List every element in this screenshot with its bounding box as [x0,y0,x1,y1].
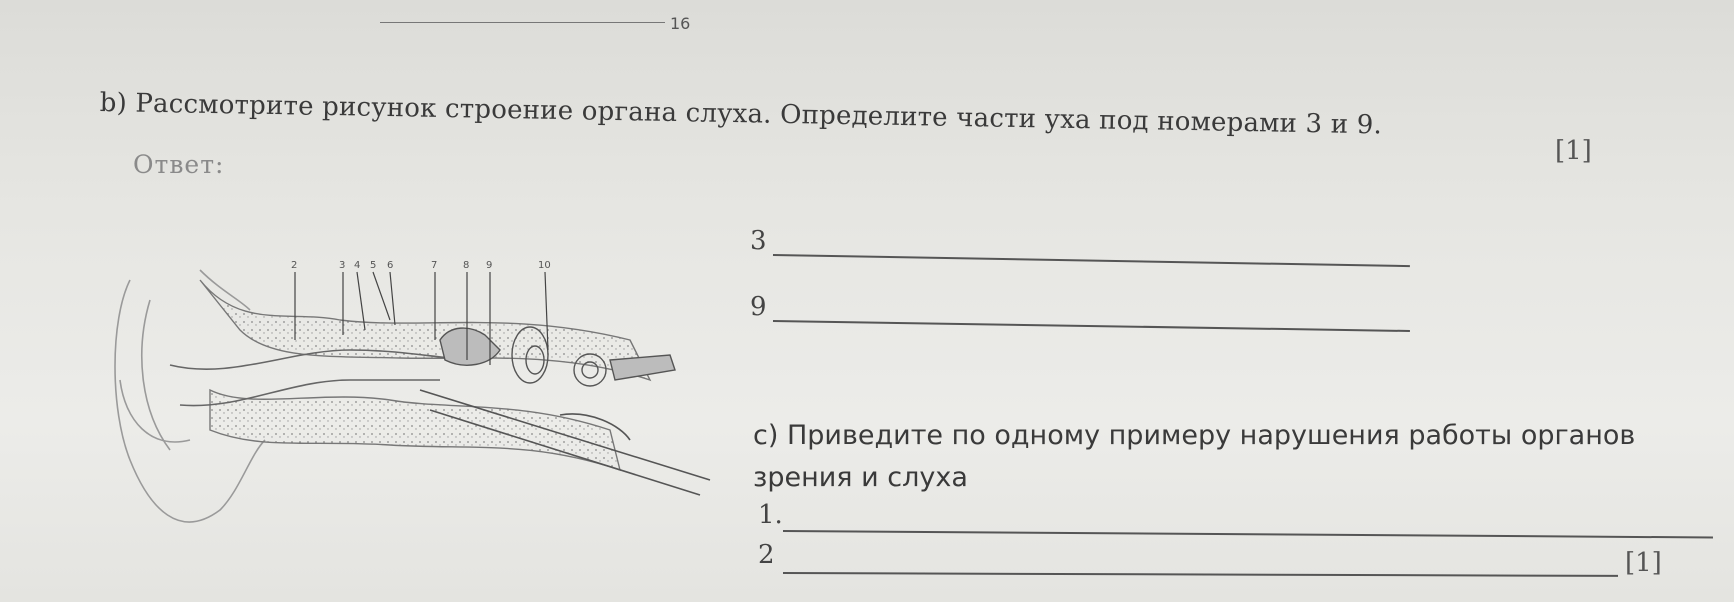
task-b-mark: [1] [1555,136,1592,166]
figure-label-3: 3 [339,260,345,271]
eustachian-tube [419,389,711,496]
ear-canal [199,279,652,472]
task-c-question-line2: зрения и слуха [753,462,968,493]
task-c-mark: [1] [1625,548,1662,578]
figure-label-5: 5 [370,260,376,271]
answer-number-9: 9 [750,292,767,322]
figure-label-10: 10 [538,260,551,271]
answer-label: Ответ: [133,150,225,179]
figure-label-9: 9 [486,260,492,271]
answer-line-9[interactable] [772,320,1410,332]
task-c-question-line1: с) Приведите по одному примеру нарушения… [753,420,1636,451]
page-number: 16 [670,14,691,33]
answer-line-2[interactable] [782,572,1618,577]
task-b-question: b) Рассмотрите рисунок строение органа с… [99,88,1383,141]
answer-number-3: 3 [750,226,767,256]
answer-line-3[interactable] [772,254,1410,267]
middle-inner-ear [439,326,676,387]
label-pointer-lines [294,271,549,365]
ear-structure-figure: 2 3 4 5 6 7 8 9 10 [114,260,711,523]
figure-label-4: 4 [354,260,360,271]
answer-number-1: 1. [758,500,783,530]
figure-label-8: 8 [463,260,469,271]
answer-number-2: 2 [758,540,775,570]
figure-label-2: 2 [291,260,297,271]
figure-label-7: 7 [431,260,437,271]
ear-canal-tube [169,349,451,407]
answer-line-1[interactable] [782,530,1713,538]
outer-ear-shape [114,269,266,523]
figure-label-6: 6 [387,260,393,271]
top-rule [380,22,665,23]
